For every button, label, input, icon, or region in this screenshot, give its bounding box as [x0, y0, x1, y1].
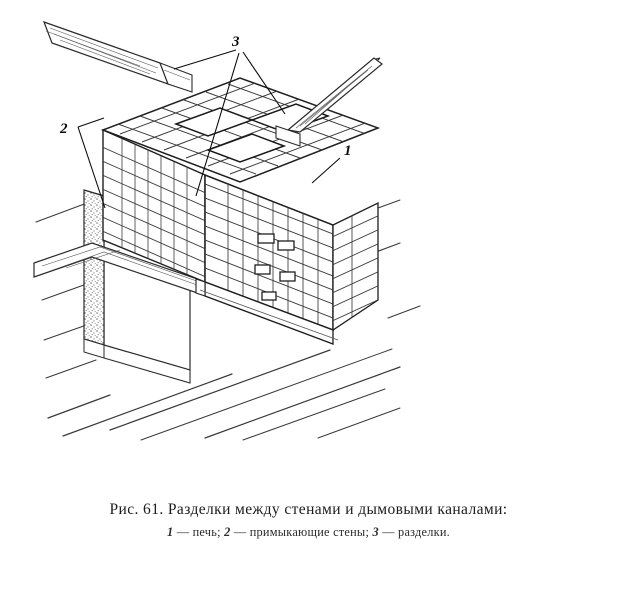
wall-core-fill	[83, 189, 105, 346]
isometric-drawing: 2 3 1	[33, 21, 421, 441]
caption-legend: 1 — печь; 2 — примыкающие стены; 3 — раз…	[0, 523, 617, 541]
stove-front-face	[204, 173, 334, 332]
leader-1	[311, 157, 341, 184]
stove-left-face	[102, 128, 206, 284]
leader-3-a	[173, 49, 237, 70]
legend-key-3: 3	[372, 525, 379, 539]
leader-2-upper	[77, 117, 105, 128]
leader-3-b	[195, 52, 240, 197]
legend-text-2: — примыкающие стены;	[230, 525, 373, 539]
floor-boards	[35, 199, 421, 441]
stove-base-course	[195, 278, 339, 345]
drawing-canvas: 2 3 1	[33, 21, 421, 441]
stove-top-plan	[100, 77, 381, 183]
callout-1: 1	[344, 143, 352, 159]
beam-upper-right	[275, 57, 383, 147]
figure-caption: Рис. 61. Разделки между стенами и дымовы…	[0, 500, 617, 541]
legend-key-2: 2	[224, 525, 231, 539]
caption-title: Рис. 61. Разделки между стенами и дымовы…	[109, 501, 508, 518]
beam-upper-left	[42, 21, 193, 93]
callout-3: 3	[231, 34, 240, 50]
stove-right-face	[332, 201, 379, 332]
legend-text-3: — разделки.	[378, 525, 451, 539]
leader-2-lower	[77, 126, 106, 209]
legend-text-1: — печь;	[173, 525, 225, 539]
leader-3-c	[242, 51, 286, 115]
callout-2: 2	[59, 121, 68, 137]
callout-leaders	[77, 49, 341, 209]
legend-key-1: 1	[166, 525, 174, 539]
